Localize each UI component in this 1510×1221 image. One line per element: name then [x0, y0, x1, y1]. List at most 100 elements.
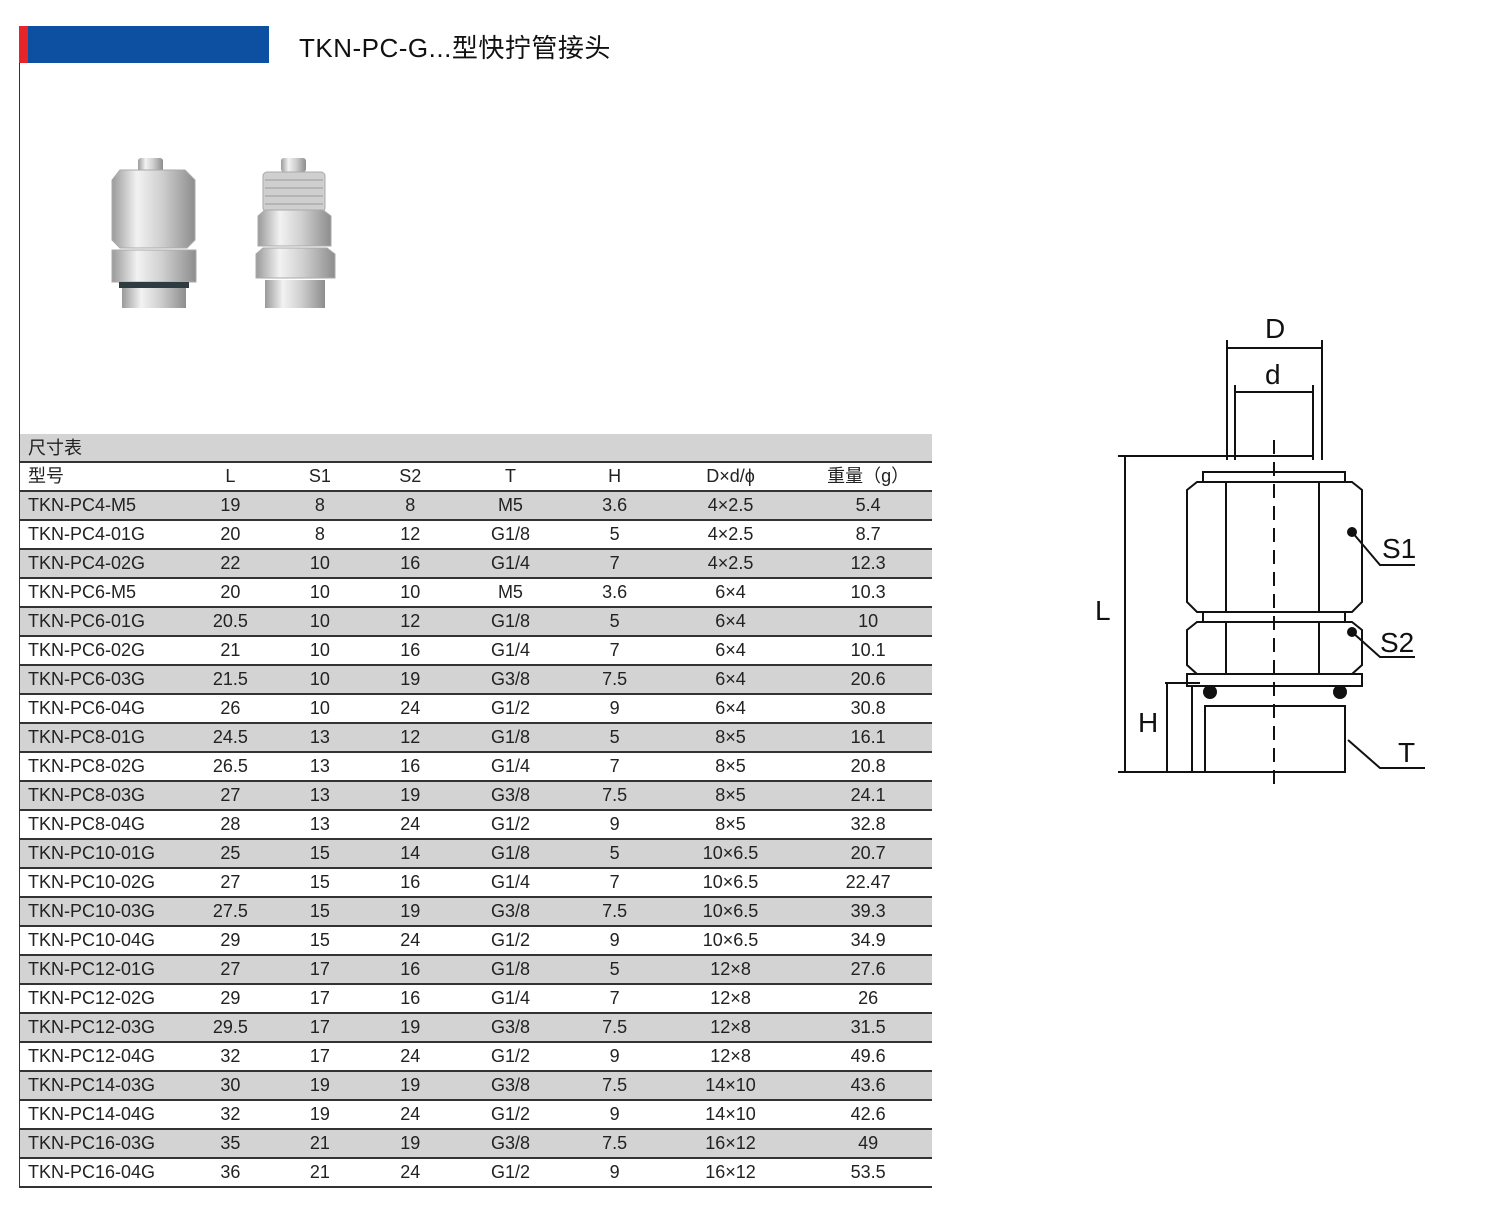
cell-model: TKN-PC6-04G [28, 698, 146, 718]
dimension-table: 尺寸表 型号 L S1 S2 T H D×d/ϕ 重量（g） TKN-PC4-M… [19, 434, 932, 1188]
col-header-dxd: D×d/ϕ [706, 466, 755, 486]
cell-S1: 13 [309, 756, 330, 776]
cell-L: 20 [220, 582, 241, 602]
cell-model: TKN-PC16-03G [28, 1133, 156, 1153]
cell-dxd: 6×4 [715, 611, 746, 631]
cell-T: G3/8 [490, 785, 530, 805]
cell-H: 3.6 [602, 582, 628, 602]
cell-model: TKN-PC8-04G [28, 814, 146, 834]
cell-weight: 20.7 [850, 843, 886, 863]
cell-weight: 49 [858, 1133, 879, 1153]
cell-H: 5 [609, 524, 620, 544]
product-photos [111, 158, 336, 308]
cell-L: 29.5 [212, 1017, 248, 1037]
cell-L: 21 [220, 640, 241, 660]
cell-model: TKN-PC6-03G [28, 669, 146, 689]
cell-T: G3/8 [490, 1133, 530, 1153]
cell-S1: 13 [309, 727, 330, 747]
cell-H: 7 [609, 988, 620, 1008]
cell-model: TKN-PC12-04G [28, 1046, 156, 1066]
cell-H: 5 [609, 611, 620, 631]
col-header-L: L [225, 466, 236, 486]
cell-S1: 10 [309, 611, 330, 631]
cell-T: G1/8 [490, 843, 530, 863]
cell-weight: 49.6 [850, 1046, 886, 1066]
cell-weight: 12.3 [850, 553, 886, 573]
col-header-T: T [504, 466, 516, 486]
cell-S2: 24 [400, 1104, 421, 1124]
cell-weight: 10 [858, 611, 879, 631]
cell-model: TKN-PC14-04G [28, 1104, 156, 1124]
product-photo-hex [111, 158, 197, 308]
col-header-model: 型号 [28, 466, 64, 486]
cell-T: G1/2 [490, 930, 530, 950]
cell-L: 32 [220, 1104, 241, 1124]
cell-model: TKN-PC10-04G [28, 930, 156, 950]
cell-weight: 8.7 [855, 524, 881, 544]
cell-T: G1/2 [490, 698, 530, 718]
cell-S1: 17 [309, 1046, 330, 1066]
cell-dxd: 16×12 [705, 1133, 756, 1153]
cell-dxd: 16×12 [705, 1162, 756, 1182]
cell-dxd: 6×4 [715, 669, 746, 689]
cell-dxd: 12×8 [710, 959, 751, 979]
col-header-H: H [608, 466, 622, 486]
cell-S1: 17 [309, 1017, 330, 1037]
cell-L: 30 [220, 1075, 241, 1095]
cell-dxd: 10×6.5 [702, 901, 759, 921]
cell-H: 7 [609, 756, 620, 776]
cell-dxd: 6×4 [715, 640, 746, 660]
cell-T: G1/4 [490, 988, 530, 1008]
cell-dxd: 10×6.5 [702, 872, 759, 892]
cell-dxd: 8×5 [715, 756, 746, 776]
cell-S1: 17 [309, 959, 330, 979]
cell-S1: 21 [309, 1133, 330, 1153]
cell-S2: 12 [400, 727, 421, 747]
cell-T: G1/4 [490, 872, 530, 892]
cell-T: G1/8 [490, 524, 530, 544]
cell-S1: 15 [309, 930, 330, 950]
cell-S1: 10 [309, 582, 330, 602]
cell-S2: 19 [400, 1133, 421, 1153]
cell-S2: 19 [400, 1017, 421, 1037]
cell-weight: 34.9 [850, 930, 886, 950]
cell-S1: 10 [309, 669, 330, 689]
cell-S1: 10 [309, 553, 330, 573]
cell-model: TKN-PC10-02G [28, 872, 156, 892]
cell-S1: 13 [309, 814, 330, 834]
cell-S1: 10 [309, 698, 330, 718]
label-L: L [1095, 595, 1111, 626]
cell-dxd: 10×6.5 [702, 843, 759, 863]
cell-weight: 43.6 [850, 1075, 886, 1095]
cell-S2: 19 [400, 901, 421, 921]
label-D: D [1265, 313, 1285, 344]
cell-S2: 16 [400, 988, 421, 1008]
cell-model: TKN-PC4-M5 [28, 495, 137, 515]
cell-weight: 24.1 [850, 785, 886, 805]
cell-H: 7 [609, 872, 620, 892]
cell-T: G1/4 [490, 553, 530, 573]
cell-H: 7 [609, 640, 620, 660]
cell-H: 5 [609, 843, 620, 863]
cell-model: TKN-PC14-03G [28, 1075, 156, 1095]
cell-weight: 20.6 [850, 669, 886, 689]
col-header-weight: 重量（g） [827, 466, 910, 486]
cell-dxd: 4×2.5 [707, 495, 754, 515]
cell-S2: 24 [400, 698, 421, 718]
cell-L: 35 [220, 1133, 241, 1153]
cell-model: TKN-PC10-01G [28, 843, 156, 863]
header-banner [19, 26, 269, 63]
